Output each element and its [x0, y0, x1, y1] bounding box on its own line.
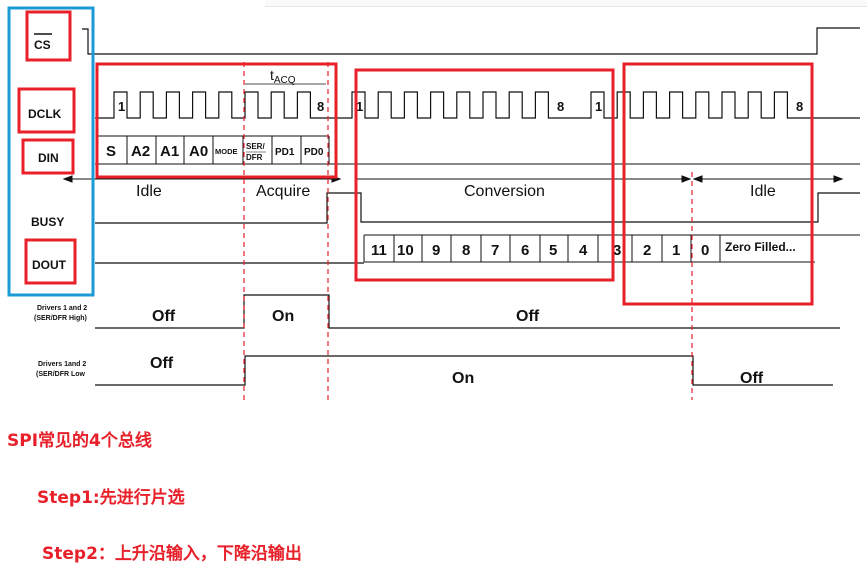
cs-label: CS — [34, 38, 51, 52]
dclk-label: DCLK — [28, 107, 62, 121]
dout-bits: 11 10 9 8 7 6 5 4 3 2 1 0 Zero Filled... — [95, 234, 860, 264]
phase-idle: Idle — [750, 183, 776, 200]
spi-timing-diagram: CS DCLK DIN BUSY DOUT 1 8 1 8 1 8 tACQ S… — [7, 6, 860, 400]
din-label: DIN — [38, 151, 59, 165]
phase-idle: Idle — [136, 183, 162, 200]
note-spi-buses: SPI常见的4个总线 — [7, 431, 152, 451]
dout-bit-5: 5 — [549, 242, 557, 259]
drivers-high-sublabel: (SER/DFR High) — [34, 315, 87, 322]
drivers-high-label: Drivers 1 and 2 — [37, 305, 87, 312]
clock-mark-1: 1 — [595, 99, 602, 114]
din-bit-ser: SER/ — [246, 142, 265, 151]
tacq-label: tACQ — [270, 67, 296, 86]
timing-guides — [243, 62, 693, 400]
dout-bit-8: 8 — [462, 242, 470, 259]
drivers-low-sublabel: (SER/DFR Low — [36, 371, 86, 378]
din-bit-dfr: DFR — [246, 153, 263, 162]
din-bit-a2: A2 — [131, 143, 150, 160]
note-step2: Step2：上升沿输入，下降沿输出 — [42, 544, 302, 564]
dout-bit-3: 3 — [613, 242, 621, 259]
drivers-high-waveform — [95, 294, 840, 329]
dout-bit-9: 9 — [432, 242, 440, 259]
drivers-low-off: Off — [740, 370, 764, 387]
drivers-high-off: Off — [152, 308, 176, 325]
din-highlight — [21, 138, 75, 175]
dout-label: DOUT — [32, 258, 67, 272]
busy-label: BUSY — [31, 215, 64, 229]
drivers-low-waveform — [95, 355, 833, 386]
third-byte-highlight — [622, 62, 814, 306]
cs-waveform — [82, 27, 860, 55]
signal-labels: CS DCLK DIN BUSY DOUT — [28, 33, 67, 272]
dout-bit-0: 0 — [701, 242, 709, 259]
dout-bit-6: 6 — [521, 242, 529, 259]
clock-mark-1: 1 — [356, 99, 363, 114]
tacq-annotation: tACQ — [245, 67, 326, 86]
din-bit-pd0: PD0 — [304, 147, 324, 158]
din-bits: S A2 A1 A0 MODE SER/ DFR PD1 PD0 — [98, 135, 330, 164]
dout-bit-2: 2 — [643, 242, 651, 259]
dout-bit-4: 4 — [579, 242, 588, 259]
phase-acquire: Acquire — [256, 183, 310, 200]
dout-bit-10: 10 — [397, 242, 414, 259]
highlight-boxes — [7, 6, 814, 306]
dout-bit-11: 11 — [371, 242, 387, 259]
drivers-low-label: Drivers 1and 2 — [38, 361, 86, 368]
phase-conversion: Conversion — [464, 183, 545, 200]
dout-bit-7: 7 — [491, 242, 499, 259]
clock-mark-8: 8 — [557, 99, 564, 114]
dout-zero-filled: Zero Filled... — [725, 240, 796, 254]
din-bit-pd1: PD1 — [275, 147, 295, 158]
din-bit-a1: A1 — [160, 143, 179, 160]
drivers-low-on: On — [452, 370, 474, 387]
clock-mark-8: 8 — [317, 99, 324, 114]
dclk-waveform — [95, 91, 860, 119]
dclk-highlight — [17, 87, 76, 134]
signal-group-highlight — [7, 6, 95, 297]
clock-mark-1: 1 — [118, 99, 125, 114]
drivers-high-on: On — [272, 308, 294, 325]
clock-marks: 1 8 1 8 1 8 — [118, 99, 803, 114]
din-bit-a0: A0 — [189, 143, 208, 160]
clock-mark-8: 8 — [796, 99, 803, 114]
first-byte-highlight — [95, 62, 338, 179]
din-bit-mode: MODE — [215, 147, 238, 156]
dout-highlight — [24, 238, 77, 285]
dout-bit-1: 1 — [672, 242, 680, 259]
busy-waveform — [95, 192, 860, 224]
drivers-low-off: Off — [150, 355, 174, 372]
window-top-bar — [265, 0, 867, 7]
drivers-high-off: Off — [516, 308, 540, 325]
drivers-section: Drivers 1 and 2 (SER/DFR High) Off On Of… — [34, 294, 840, 387]
phase-labels: Idle Acquire Conversion Idle — [136, 183, 776, 200]
din-bit-s: S — [106, 143, 116, 160]
second-byte-highlight — [354, 68, 615, 282]
note-step1: Step1:先进行片选 — [37, 488, 185, 508]
cs-highlight — [25, 10, 72, 62]
